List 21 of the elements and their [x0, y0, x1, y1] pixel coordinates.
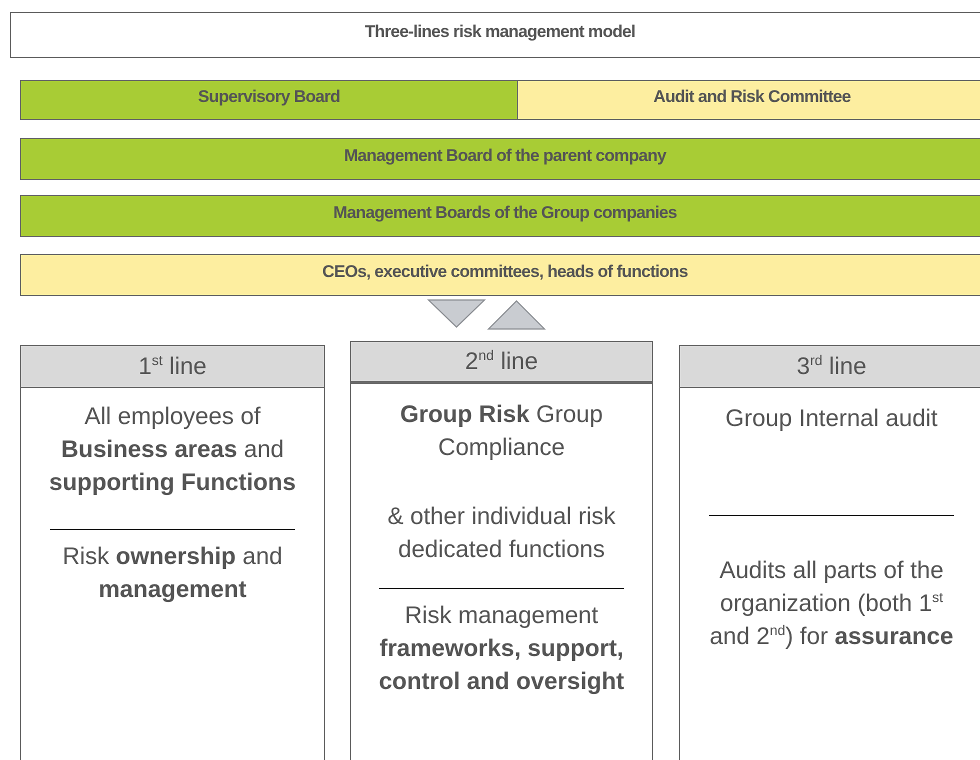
band-box: Three-lines risk management model [10, 12, 980, 58]
line-column [679, 345, 980, 760]
up-arrow [487, 300, 546, 330]
band-box: CEOs, executive committees, heads of functions [20, 254, 980, 296]
line-column [350, 341, 653, 760]
column-header: 2$^{nd}$ line [351, 342, 652, 384]
column-text: Group Risk Group Compliance [399, 400, 604, 463]
column-text: All employees of Business areas and supporting Functions [48, 402, 297, 498]
band-box: Management Boards of the Group companies [20, 195, 980, 237]
column-text: Risk ownership and management [61, 542, 284, 605]
line-column [20, 345, 325, 760]
band-box: Audit and Risk Committee [517, 80, 980, 120]
band-box: Management Board of the parent company [20, 138, 980, 180]
down-arrow [427, 299, 486, 328]
column-header: 3$^{rd}$ line [680, 346, 980, 388]
band-box: Supervisory Board [20, 80, 518, 120]
column-text: Audits all parts of the organization (both 1$^{st}$ and 2$^{nd}$) for assurance [708, 556, 954, 652]
column-text: Risk management frameworks, support, control and oversight [378, 601, 626, 697]
column-text: Group Internal audit [724, 404, 939, 434]
column-text: & other individual risk dedicated functions [386, 502, 617, 565]
column-header: 1$^{st}$ line [21, 346, 324, 388]
